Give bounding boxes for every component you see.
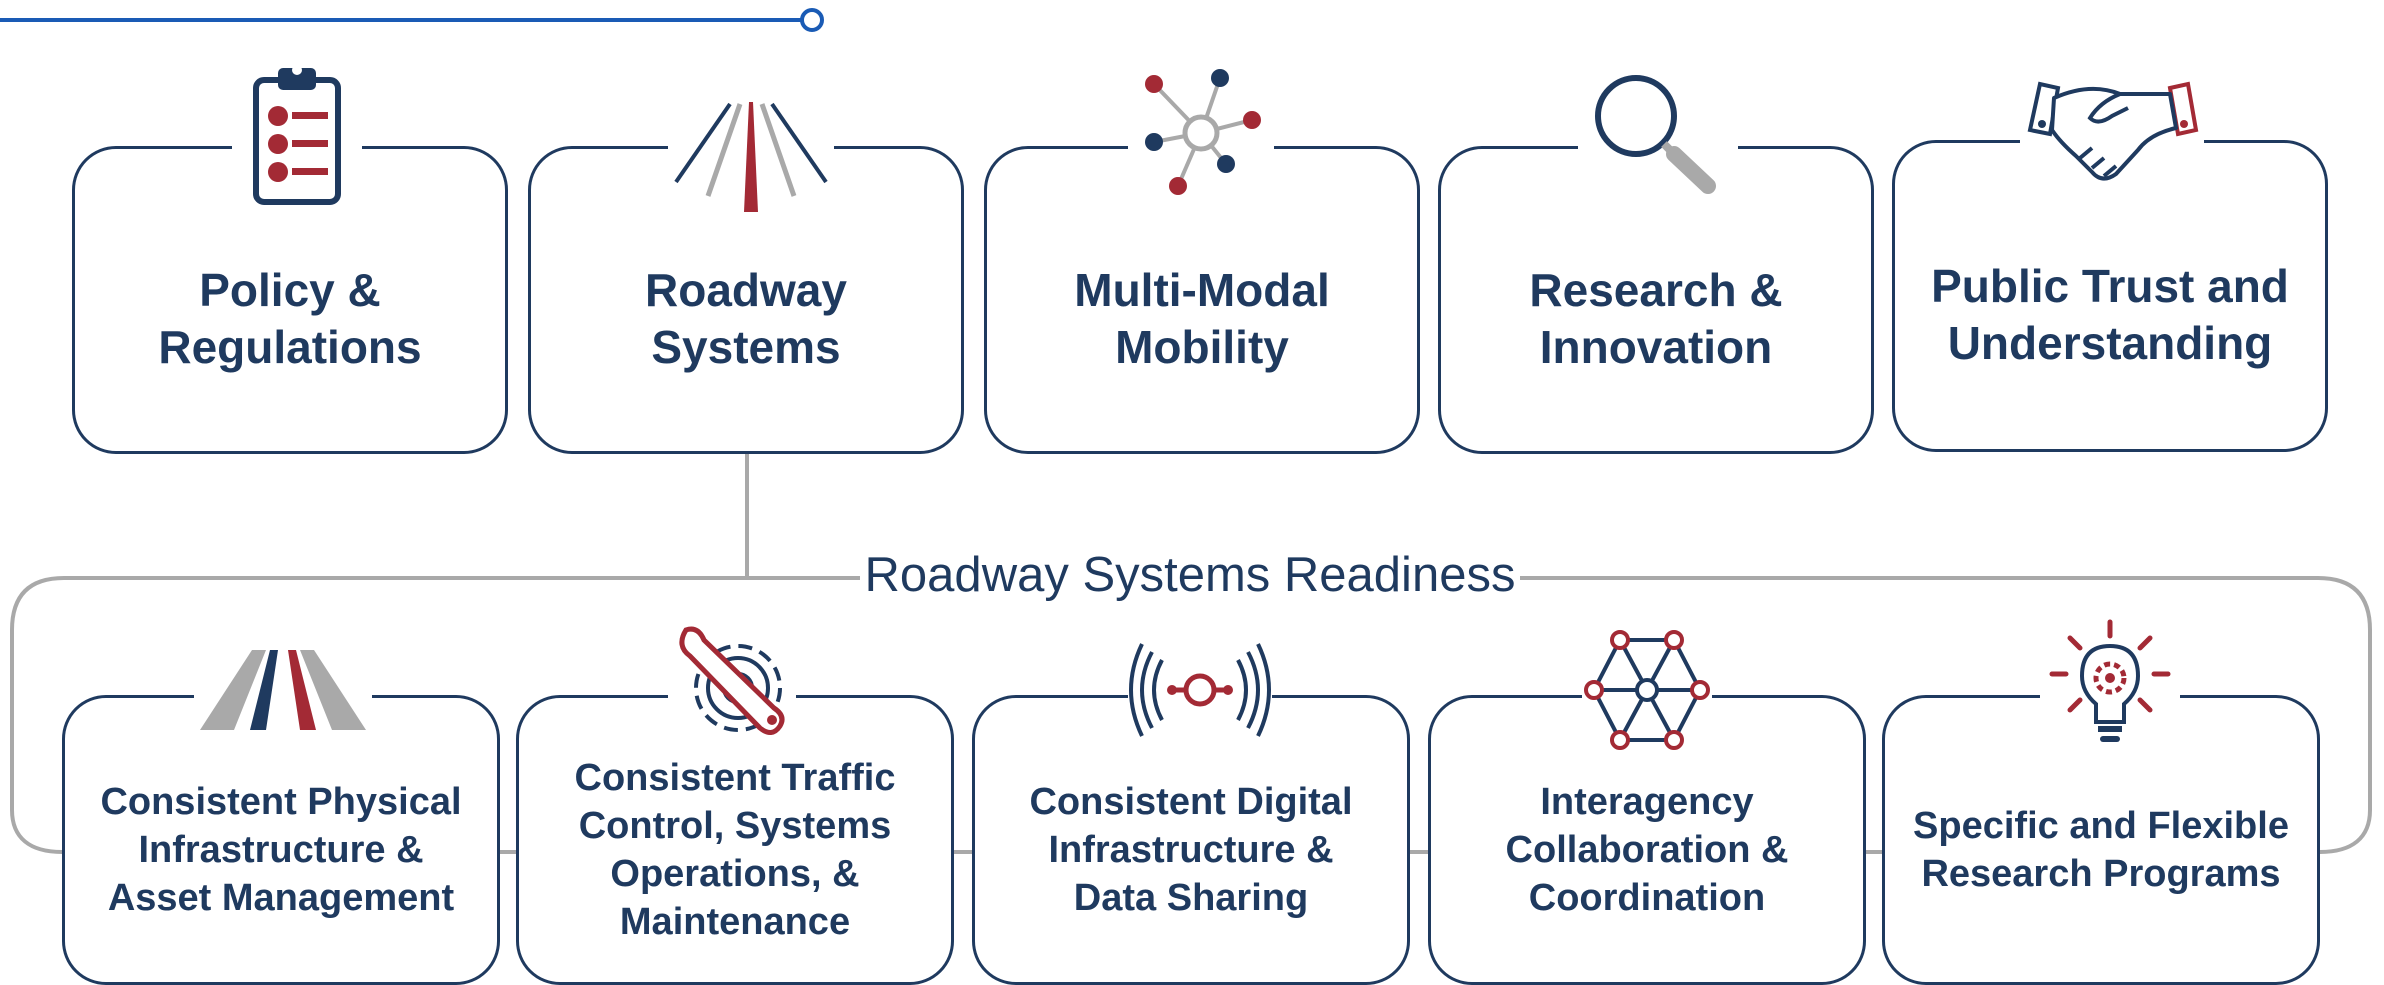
- card-label: Consistent Physical Infrastructure & Ass…: [100, 781, 462, 919]
- wrench-gear-icon: [668, 620, 796, 748]
- card-label: Interagency Collaboration & Coordination: [1505, 781, 1789, 919]
- hexagon-network-icon: [1582, 628, 1712, 754]
- road-lanes-icon: [194, 646, 372, 734]
- signal-broadcast-icon: [1128, 640, 1272, 740]
- network-hub-icon: [1128, 66, 1274, 200]
- magnifier-icon: [1578, 70, 1738, 196]
- card-label: Consistent Digital Infrastructure & Data…: [1029, 781, 1353, 919]
- card-research-programs: Specific and Flexible Research Programs: [1882, 695, 2320, 985]
- card-research-innovation: Research & Innovation: [1438, 146, 1874, 454]
- handshake-icon: [2020, 72, 2204, 190]
- card-label: Specific and Flexible Research Programs: [1913, 805, 2289, 895]
- card-physical-infrastructure: Consistent Physical Infrastructure & Ass…: [62, 695, 500, 985]
- card-label: Multi-Modal Mobility: [1074, 264, 1330, 373]
- card-label: Policy & Regulations: [158, 264, 422, 373]
- lightbulb-gear-icon: [2040, 618, 2180, 754]
- clipboard-checklist-icon: [232, 60, 362, 210]
- header-rule: [0, 8, 824, 32]
- card-traffic-control: Consistent Traffic Control, Systems Oper…: [516, 695, 954, 985]
- card-label: Roadway Systems: [645, 264, 847, 373]
- card-label: Consistent Traffic Control, Systems Oper…: [574, 757, 896, 943]
- band-title: Roadway Systems Readiness: [860, 540, 1520, 610]
- card-public-trust: Public Trust and Understanding: [1892, 140, 2328, 452]
- card-label: Public Trust and Understanding: [1931, 260, 2289, 369]
- road-icon: [668, 96, 834, 216]
- card-label: Research & Innovation: [1529, 264, 1783, 373]
